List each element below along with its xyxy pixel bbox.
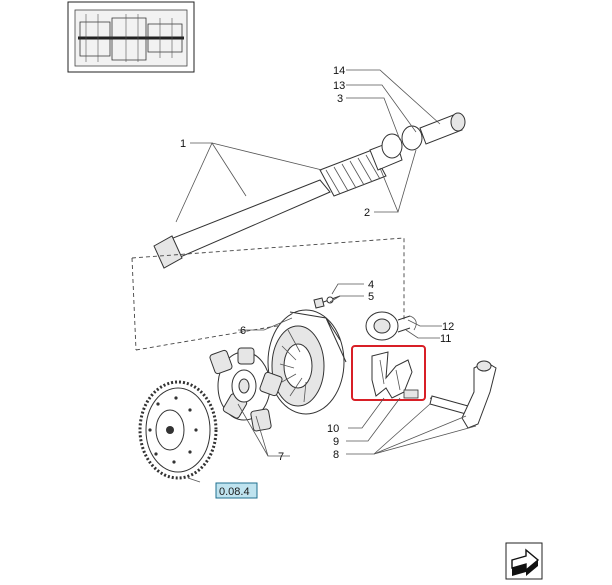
arrow-next-icon[interactable] xyxy=(505,542,543,580)
callout-7: 7 xyxy=(278,451,284,463)
callout-13: 13 xyxy=(333,80,345,92)
flywheel xyxy=(138,380,218,480)
release-fork[interactable] xyxy=(371,351,419,399)
fork-shaft xyxy=(429,360,497,429)
sleeve-assembly xyxy=(381,112,466,159)
callout-4: 4 xyxy=(368,279,374,291)
clutch-disc xyxy=(209,347,283,432)
callout-1: 1 xyxy=(180,138,186,150)
highlight-box xyxy=(351,345,426,401)
callout-9: 9 xyxy=(333,436,339,448)
callout-10: 10 xyxy=(327,423,339,435)
callout-11: 11 xyxy=(440,333,451,345)
callout-3: 3 xyxy=(337,93,343,105)
transmission-thumbnail-icon[interactable] xyxy=(67,1,195,73)
callout-6: 6 xyxy=(240,325,246,337)
bolt xyxy=(313,295,341,309)
clutch-cover xyxy=(267,309,347,415)
reference-link-box[interactable]: 0.08.4 xyxy=(215,482,258,499)
callout-12: 12 xyxy=(442,321,454,333)
callout-8: 8 xyxy=(333,449,339,461)
release-bearing xyxy=(365,311,417,341)
callout-2: 2 xyxy=(364,207,370,219)
reference-link-label[interactable]: 0.08.4 xyxy=(219,486,250,498)
callout-5: 5 xyxy=(368,291,374,303)
callout-14: 14 xyxy=(333,65,345,77)
